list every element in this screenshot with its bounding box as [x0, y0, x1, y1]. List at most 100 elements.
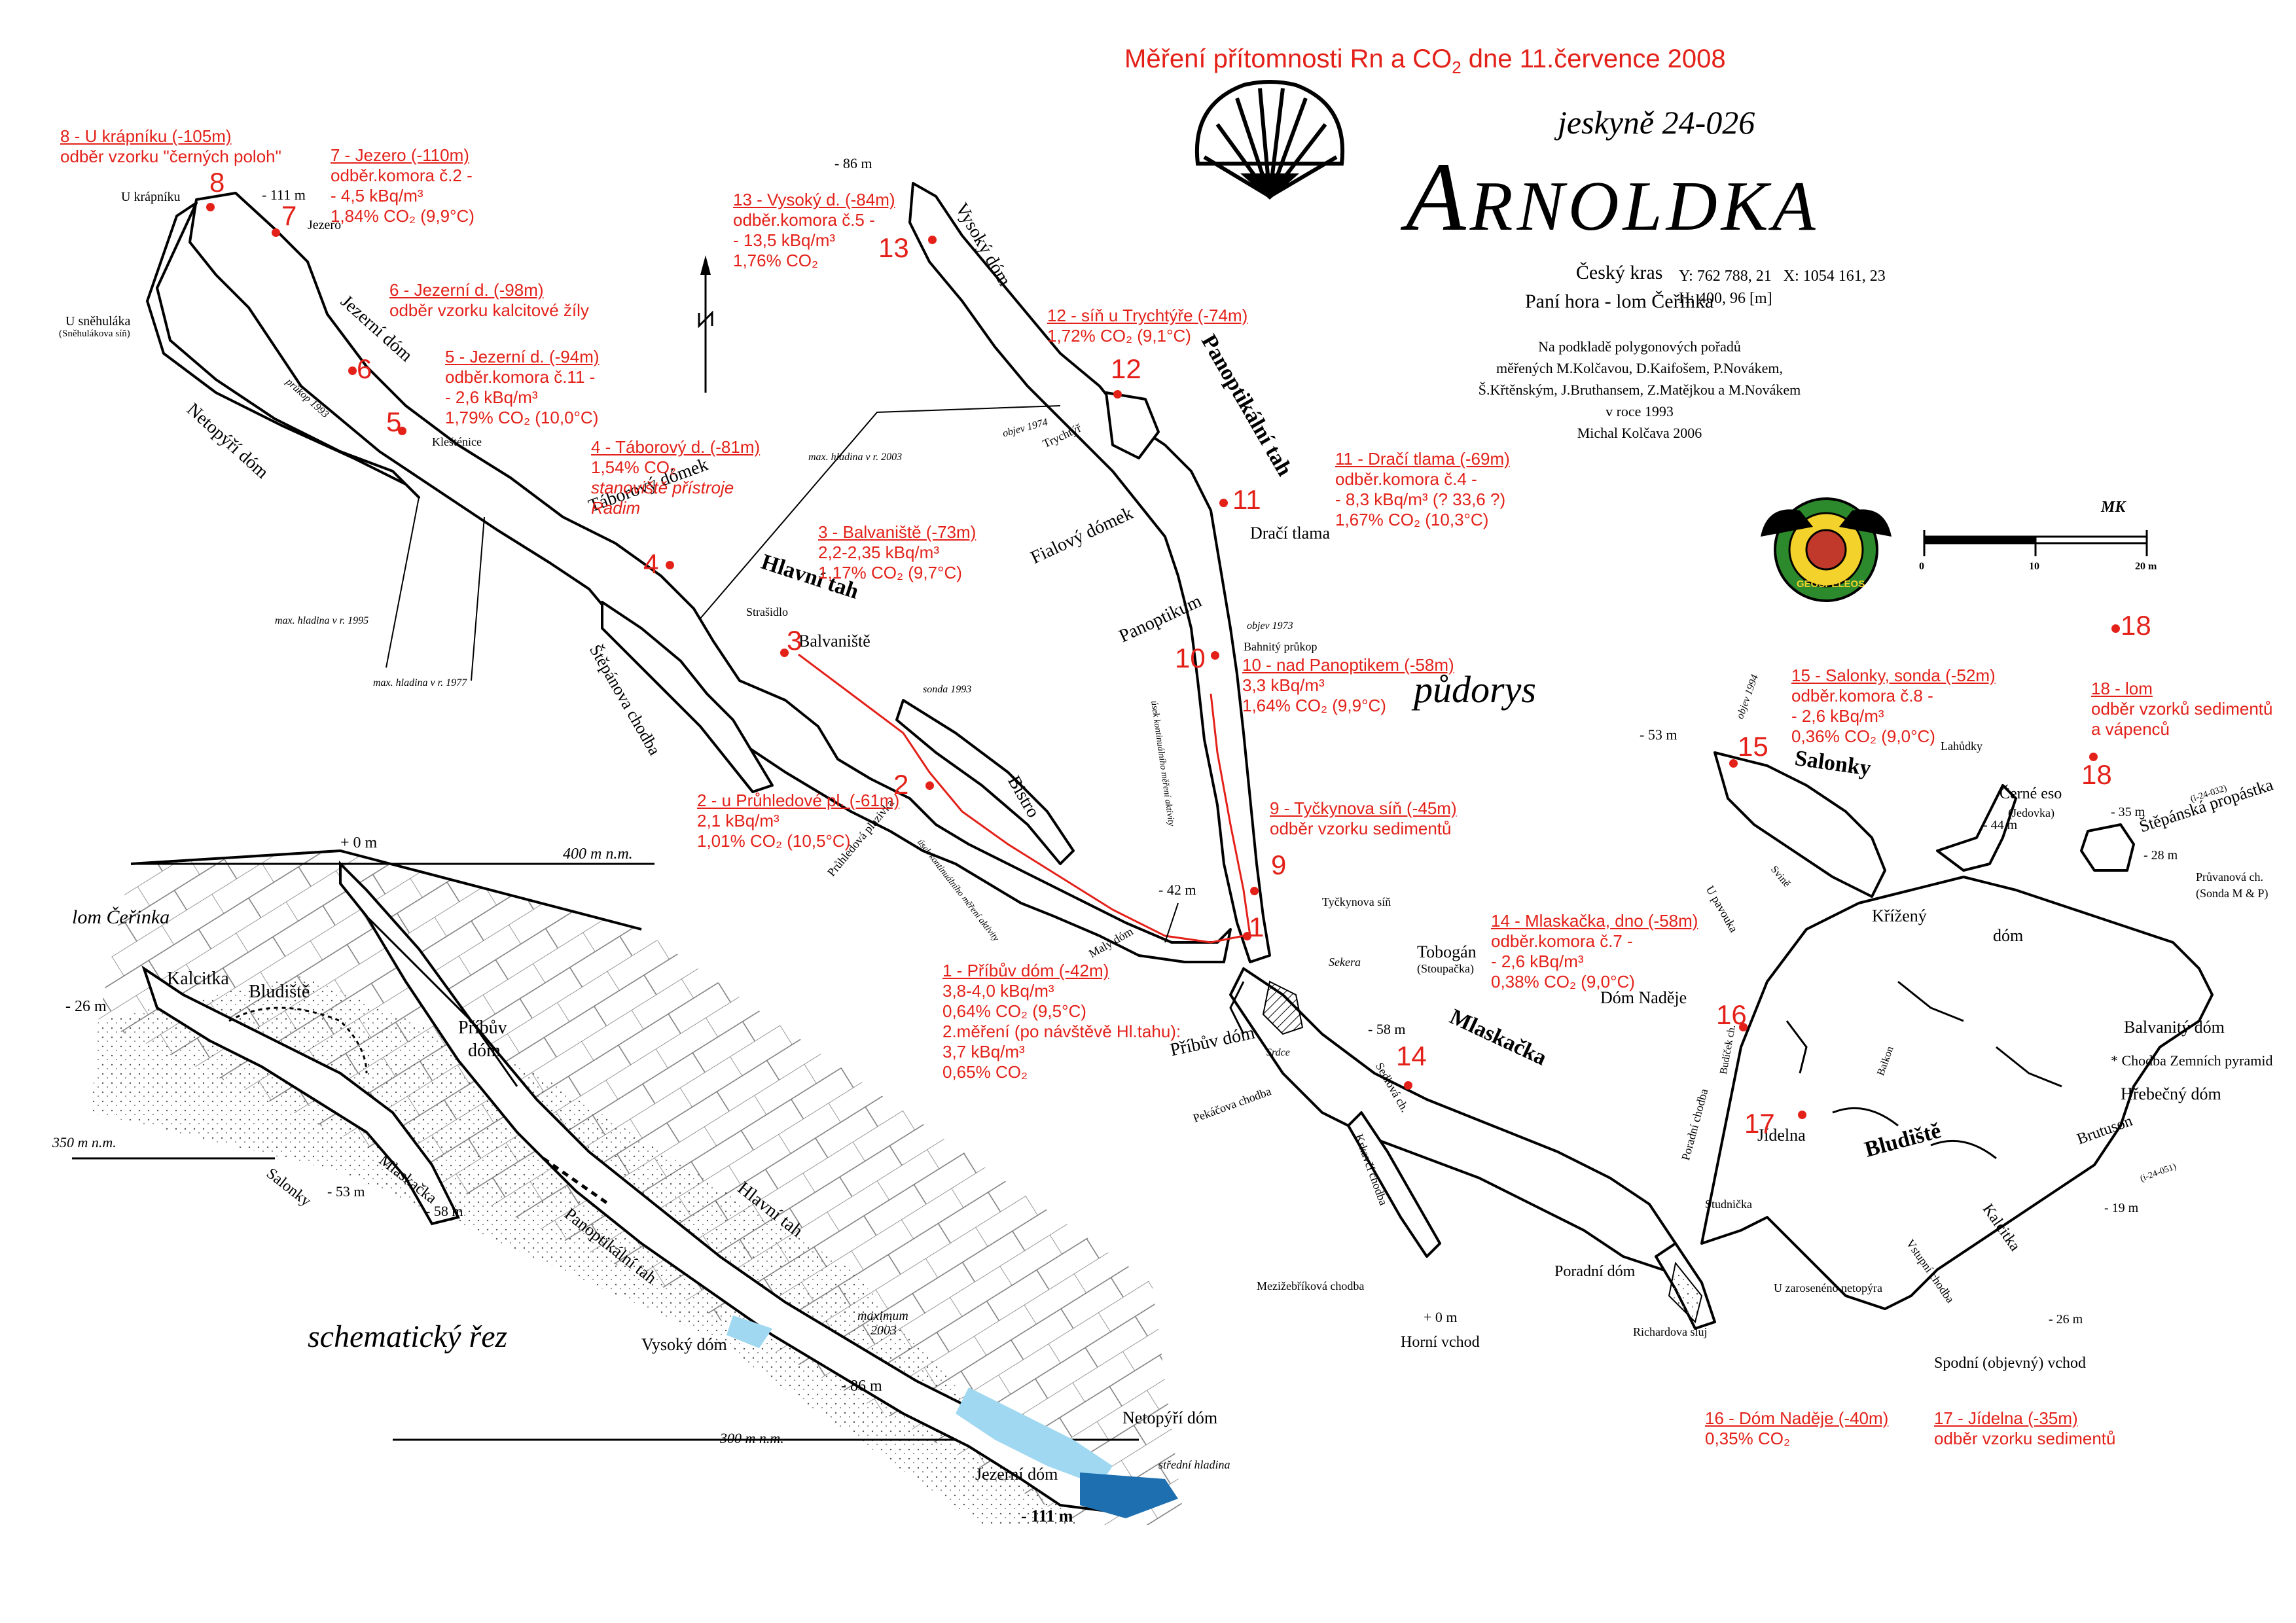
lbl-stoupacka: (Stoupačka)	[1417, 962, 1474, 975]
point-dot-17	[1798, 1111, 1806, 1119]
info-line: 3,8-4,0 kBq/m³	[942, 981, 1054, 1001]
info-title: 17 - Jídelna (-35m)	[1934, 1408, 2078, 1428]
region-line-1: Český kras	[1575, 262, 1663, 283]
info-box-17: 17 - Jídelna (-35m) odběr vzorku sedimen…	[1934, 1408, 2115, 1449]
info-box-8: 8 - U krápníku (-105m) odběr vzorku "čer…	[60, 126, 281, 167]
info-line: odběr.komora č.8 -	[1791, 686, 1933, 705]
info-box-6: 6 - Jezerní d. (-98m) odběr vzorku kalci…	[389, 280, 589, 321]
lbl-krizeny: Křížený	[1872, 906, 1927, 925]
info-line: odběr vzorku kalcitové žíly	[389, 300, 589, 320]
measurement-route	[798, 653, 1251, 944]
info-box-15: 15 - Salonky, sonda (-52m) odběr.komora …	[1791, 666, 1996, 747]
coord-y: Y: 762 788, 21 X: 1054 161, 23	[1679, 268, 1886, 285]
point-dot-15	[1729, 759, 1738, 768]
info-title: 8 - U krápníku (-105m)	[60, 126, 232, 146]
section-label: schematický řez	[308, 1319, 508, 1354]
point-num-18b: 18	[2081, 759, 2112, 790]
section-stredni: střední hladina	[1158, 1458, 1230, 1471]
info-line: 0,36% CO₂ (9,0°C)	[1791, 726, 1935, 746]
section-bludiste: Bludiště	[249, 982, 310, 1002]
info-title: 16 - Dóm Naděje (-40m)	[1705, 1408, 1889, 1428]
section-400m: 400 m n.m.	[563, 846, 633, 863]
credit-line: Na podkladě polygonových pořadů	[1538, 338, 1741, 355]
lbl-53: - 53 m	[1640, 726, 1677, 743]
point-dot-5	[398, 427, 406, 435]
section-depth-58: - 58 m	[425, 1203, 463, 1219]
point-dot-3	[780, 649, 789, 657]
lbl-58: - 58 m	[1368, 1021, 1406, 1037]
point-num-3: 3	[787, 625, 802, 656]
plan-details	[1229, 980, 2062, 1160]
point-dot-18b	[2089, 753, 2098, 761]
section-profile	[72, 849, 1185, 1525]
point-num-9: 9	[1271, 849, 1287, 880]
plan-fills	[1262, 980, 1703, 1323]
cave-name: ARNOLDKA	[1406, 143, 1820, 251]
info-line: odběr vzorku sedimentů	[1270, 819, 1452, 838]
info-title: 5 - Jezerní d. (-94m)	[445, 347, 600, 366]
north-arrow	[698, 255, 713, 393]
point-num-11: 11	[1232, 484, 1261, 515]
section-350m: 350 m n.m.	[52, 1134, 117, 1150]
info-line: 0,38% CO₂ (9,0°C)	[1491, 972, 1635, 991]
lbl-hrebecny: Hřebečný dóm	[2121, 1084, 2221, 1103]
info-title: 11 - Dračí tlama (-69m)	[1335, 449, 1510, 469]
lbl-poradni-dom: Poradní dóm	[1554, 1263, 1636, 1280]
info-title: 1 - Příbův dóm (-42m)	[942, 961, 1109, 980]
section-lom: lom Čeřinka	[72, 906, 170, 928]
lbl-strasidlo: Strašidlo	[746, 605, 789, 618]
scale-bar	[1923, 530, 2148, 556]
lbl-sekera: Sekera	[1329, 955, 1361, 969]
lbl-jidelna: Jídelna	[1757, 1126, 1806, 1145]
info-line: a vápenců	[2091, 719, 2170, 739]
leader-lines	[386, 405, 1179, 943]
point-dot-9	[1250, 887, 1259, 895]
point-dot-12	[1113, 390, 1122, 399]
info-box-9: 9 - Tyčkynova síň (-45m) odběr vzorku se…	[1270, 798, 1457, 839]
lbl-tyckynova: Tyčkynova síň	[1322, 895, 1391, 908]
lbl-richardova: Richardova sluj	[1633, 1325, 1708, 1338]
info-line: - 8,3 kBq/m³ (? 33,6 ?)	[1335, 490, 1506, 509]
lbl-hladina1995: max. hladina v r. 1995	[275, 615, 369, 626]
info-line: 1,76% CO₂	[733, 251, 819, 270]
info-box-11: 11 - Dračí tlama (-69m) odběr.komora č.4…	[1335, 449, 1510, 530]
info-line: odběr vzorku sedimentů	[1934, 1429, 2116, 1448]
lbl-sonda-mp: (Sonda M & P)	[2196, 887, 2269, 900]
point-num-4: 4	[643, 548, 659, 579]
plan-passages	[146, 182, 2214, 1330]
info-box-10: 10 - nad Panoptikem (-58m) 3,3 kBq/m³ 1,…	[1242, 655, 1454, 716]
point-num-15: 15	[1738, 731, 1768, 762]
info-line: 1,64% CO₂ (9,9°C)	[1242, 696, 1386, 715]
section-vysoky: Vysoký dóm	[641, 1335, 727, 1354]
section-jezerni: Jezerní dóm	[975, 1465, 1058, 1484]
credit-line: měřených M.Kolčavou, D.Kaifošem, P.Novák…	[1496, 360, 1784, 376]
point-num-7: 7	[281, 200, 297, 231]
point-dot-6	[348, 366, 357, 375]
info-line: 1,54% CO₂	[591, 457, 677, 477]
lbl-balvanity: Balvanitý dóm	[2124, 1018, 2225, 1037]
point-dot-18a	[2111, 624, 2120, 633]
lbl-hladina1977: max. hladina v r. 1977	[373, 677, 467, 688]
geospeleos-logo	[1761, 497, 1892, 602]
point-num-6: 6	[357, 353, 372, 384]
info-line: odběr.komora č.11 -	[445, 367, 596, 387]
lbl-111: - 111 m	[262, 187, 306, 203]
info-title: 3 - Balvaniště (-73m)	[818, 522, 977, 542]
credit-line: v roce 1993	[1605, 403, 1674, 419]
info-line: stanoviště přístroje	[591, 478, 734, 497]
point-dot-10	[1211, 651, 1219, 660]
lbl-26: - 26 m	[2049, 1312, 2083, 1327]
scale-tick-10: 10	[2029, 561, 2039, 572]
info-line: - 13,5 kBq/m³	[733, 230, 836, 250]
region-info: Český kras Paní hora - lom Čeřinka	[1525, 259, 1713, 316]
lbl-spodni: Spodní (objevný) vchod	[1934, 1355, 2086, 1372]
coord-h: H: 400, 96 [m]	[1679, 290, 1772, 307]
author-signature: MK	[2101, 499, 2126, 516]
info-line: 0,64% CO₂ (9,5°C)	[942, 1001, 1086, 1021]
lbl-cerne-eso: Černé eso	[2000, 785, 2062, 802]
section-kalcitka: Kalcitka	[167, 969, 229, 989]
info-line: 1,17% CO₂ (9,7°C)	[818, 563, 962, 582]
point-dot-1	[1243, 932, 1251, 940]
info-line: odběr.komora č.2 -	[331, 166, 473, 185]
